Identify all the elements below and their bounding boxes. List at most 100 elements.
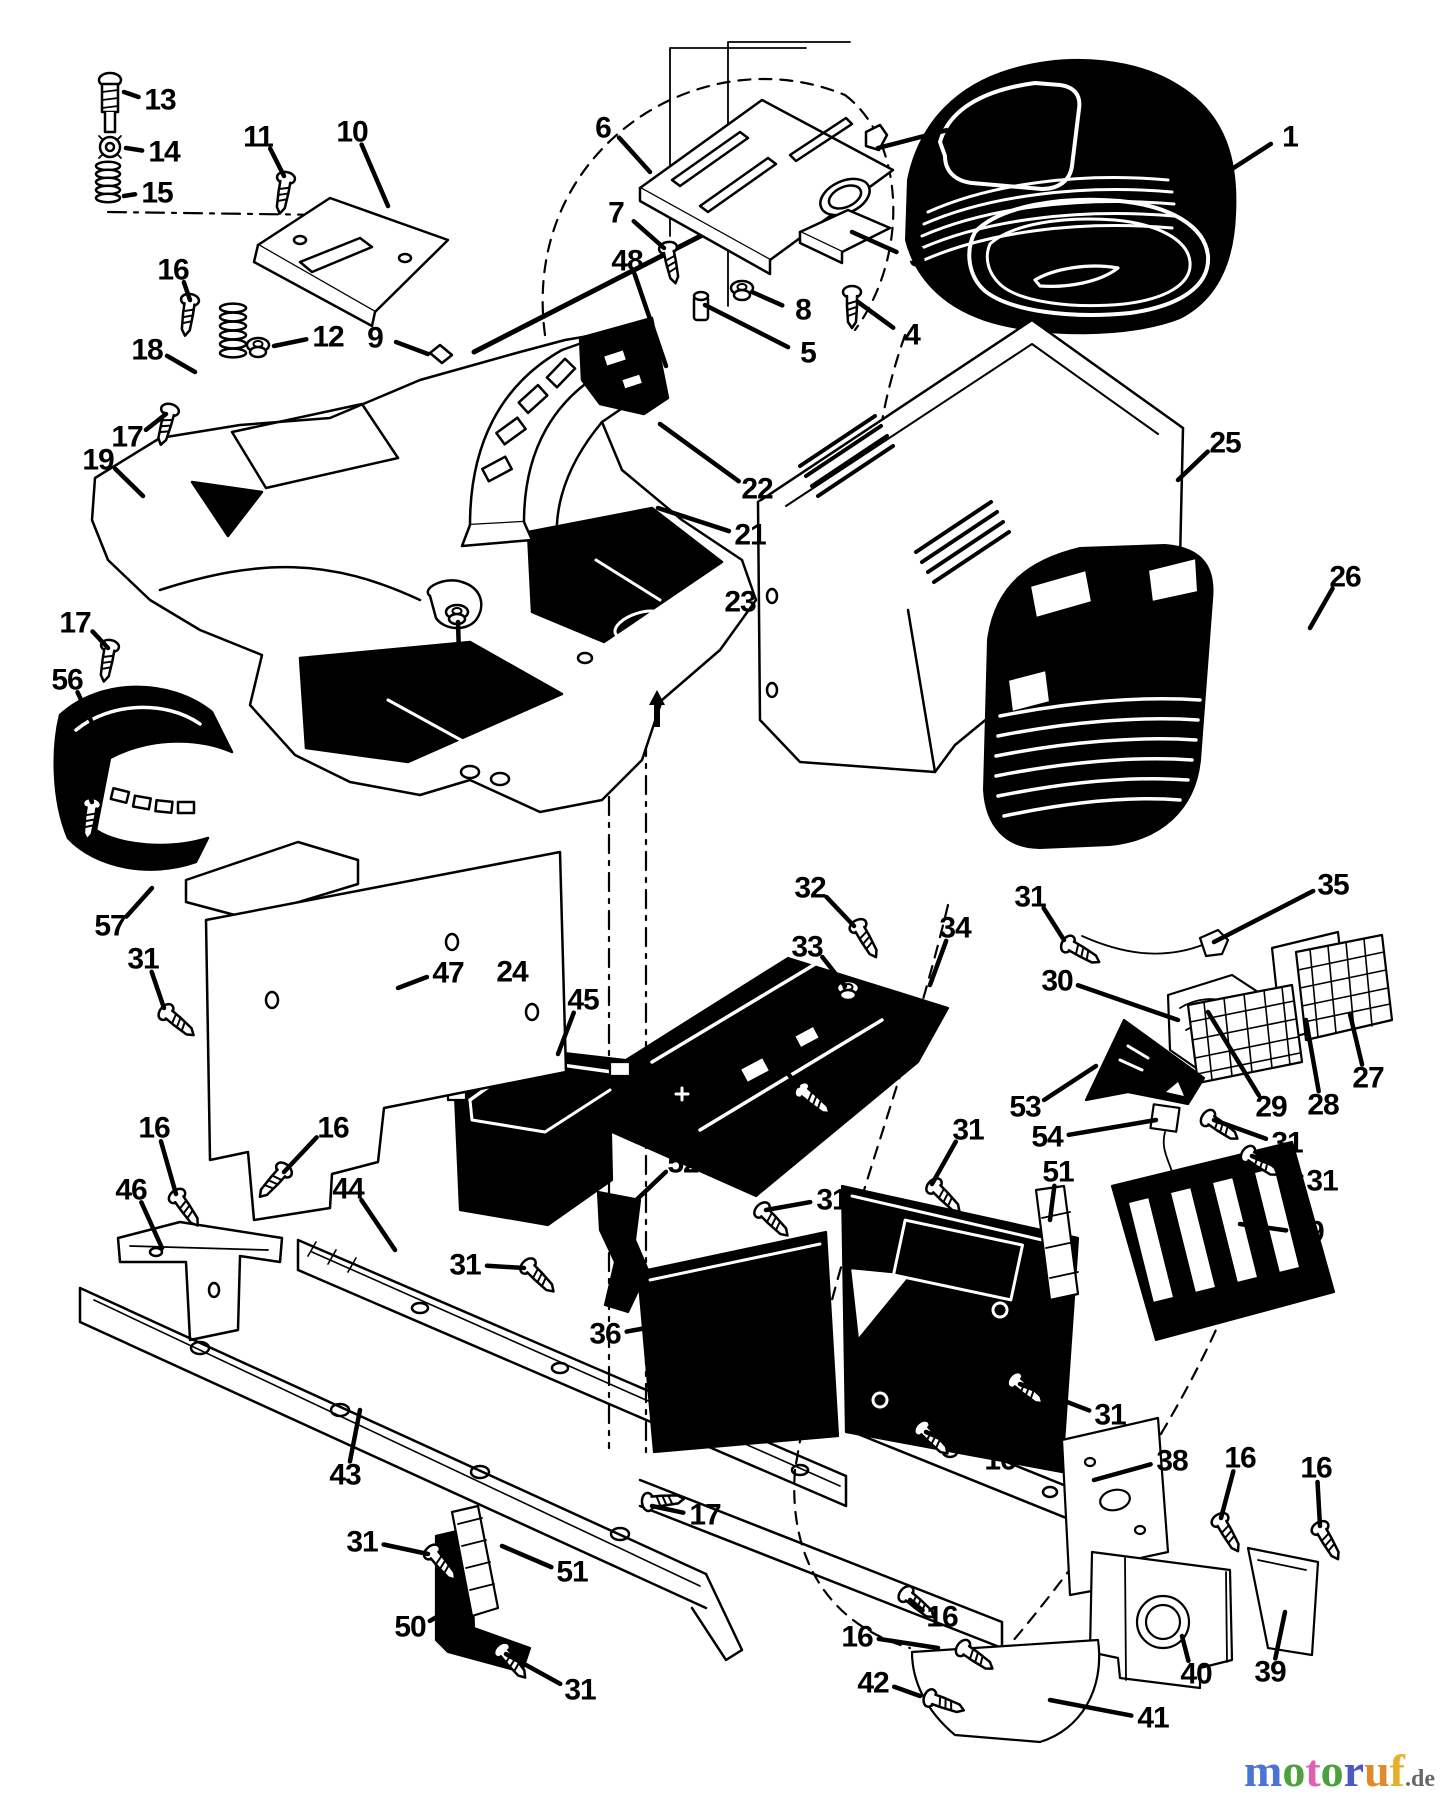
callout-leader-52 xyxy=(627,1169,669,1209)
callout-label-25: 25 xyxy=(1209,427,1241,460)
callout-leader-26 xyxy=(1307,586,1335,631)
callout-leader-16 xyxy=(181,279,193,303)
callout-label-15: 15 xyxy=(141,177,173,210)
chassis-body-part-19 xyxy=(90,330,758,814)
bracket-part-46 xyxy=(116,1220,284,1342)
callout-leader-42 xyxy=(891,1684,923,1699)
callout-leader-37 xyxy=(746,1365,803,1380)
callout-label-29: 29 xyxy=(1255,1091,1287,1124)
callout-leader-49 xyxy=(1237,1221,1289,1233)
callout-leader-36 xyxy=(624,1307,745,1334)
callout-leader-51 xyxy=(499,1543,554,1570)
callout-leader-27 xyxy=(1347,1011,1365,1067)
callout-leader-31 xyxy=(1041,905,1067,943)
callout-leader-57 xyxy=(124,885,155,919)
panel-part-36 xyxy=(636,1230,840,1454)
watermark-letter: o xyxy=(1282,1745,1306,1796)
callout-leader-16 xyxy=(876,1636,941,1651)
callout-leader-48 xyxy=(632,271,669,369)
callout-label-42: 42 xyxy=(857,1667,889,1700)
callout-leader-31 xyxy=(929,1139,959,1187)
callout-leader-17 xyxy=(649,1503,686,1515)
heat-shield-part-47 xyxy=(184,840,568,1222)
watermark-letter: o xyxy=(1320,1745,1344,1796)
watermark-suffix: .de xyxy=(1405,1766,1435,1792)
grid-part-27 xyxy=(1294,933,1394,1042)
washer-14 xyxy=(98,135,122,159)
callout-leader-56 xyxy=(75,690,105,747)
callout-leader-31 xyxy=(1211,1117,1269,1142)
callout-leader-11 xyxy=(267,146,287,179)
watermark-motoruf-logo[interactable]: motoruf.de xyxy=(1244,1748,1435,1794)
callout-leader-46 xyxy=(139,1200,165,1251)
callout-leader-41 xyxy=(1047,1697,1134,1718)
callout-leader-16 xyxy=(923,1429,982,1458)
callout-label-16: 16 xyxy=(317,1112,349,1145)
callout-leader-16 xyxy=(1315,1479,1323,1529)
callout-leader-34 xyxy=(927,938,949,988)
callout-label-31: 31 xyxy=(564,1674,596,1707)
callout-label-23: 23 xyxy=(724,586,756,619)
callout-label-35: 35 xyxy=(1317,869,1349,902)
callout-label-11: 11 xyxy=(243,121,273,154)
watermark-letter: f xyxy=(1389,1745,1405,1796)
callout-leader-18 xyxy=(164,353,198,375)
callout-label-27: 27 xyxy=(1352,1062,1384,1095)
callout-label-31: 31 xyxy=(1014,881,1046,914)
callout-leader-43 xyxy=(347,1407,363,1464)
callout-label-28: 28 xyxy=(1307,1089,1339,1122)
callout-label-19: 19 xyxy=(82,444,114,477)
callout-label-49: 49 xyxy=(1292,1216,1324,1249)
hardware-top-left xyxy=(94,71,248,359)
callout-label-20: 20 xyxy=(444,656,476,689)
callout-leader-2 xyxy=(875,127,949,151)
grid-part-29 xyxy=(1186,983,1304,1085)
strap-part-51-left xyxy=(450,1504,500,1618)
callout-leader-31 xyxy=(149,969,167,1011)
callout-leader-31 xyxy=(1017,1381,1092,1413)
callout-leader-31 xyxy=(768,1049,801,1089)
callout-leader-20 xyxy=(455,619,462,661)
callout-label-6: 6 xyxy=(595,112,611,145)
callout-leader-31 xyxy=(1249,1153,1304,1179)
callout-label-4: 4 xyxy=(904,319,921,352)
bracket-part-53 xyxy=(1084,1018,1206,1106)
callout-leader-6 xyxy=(616,135,653,175)
callout-leader-5 xyxy=(702,302,791,350)
callout-label-16: 16 xyxy=(926,1601,958,1634)
callout-leader-7 xyxy=(631,218,667,251)
callout-label-31: 31 xyxy=(1271,1127,1303,1160)
callout-label-3: 3 xyxy=(909,241,925,274)
callout-leader-39 xyxy=(1273,1609,1288,1661)
clip-part-2 xyxy=(864,123,889,152)
callout-label-16: 16 xyxy=(52,739,84,772)
nut-icon xyxy=(835,979,861,1002)
callout-leader-53 xyxy=(1041,1063,1099,1103)
callout-label-16: 16 xyxy=(157,254,189,287)
callout-label-37: 37 xyxy=(711,1363,743,1396)
callout-label-45: 45 xyxy=(567,984,599,1017)
callout-leader-10 xyxy=(359,142,391,209)
callout-leader-45 xyxy=(555,1010,577,1057)
callout-leader-3 xyxy=(849,229,899,255)
callout-leader-31 xyxy=(381,1542,431,1557)
callout-label-5: 5 xyxy=(800,337,816,370)
hood-part-25 xyxy=(756,318,1185,774)
callout-label-18: 18 xyxy=(131,334,163,367)
nut-icon xyxy=(245,336,271,359)
callout-leader-17 xyxy=(90,629,111,651)
callout-label-16: 16 xyxy=(1300,1452,1332,1485)
panels-36-37 xyxy=(636,1184,1080,1474)
callout-label-14: 14 xyxy=(148,136,181,169)
callout-label-54: 54 xyxy=(1031,1121,1064,1154)
watermark-letter: t xyxy=(1305,1745,1321,1796)
callout-label-9: 9 xyxy=(367,322,383,355)
clip-part-54 xyxy=(1149,1103,1181,1133)
callout-label-57: 57 xyxy=(94,910,126,943)
watermark-letter: u xyxy=(1364,1745,1390,1796)
callout-label-10: 10 xyxy=(336,116,368,149)
nut-icon xyxy=(729,279,755,302)
callout-label-2: 2 xyxy=(960,111,976,144)
callout-label-13: 13 xyxy=(144,84,176,117)
